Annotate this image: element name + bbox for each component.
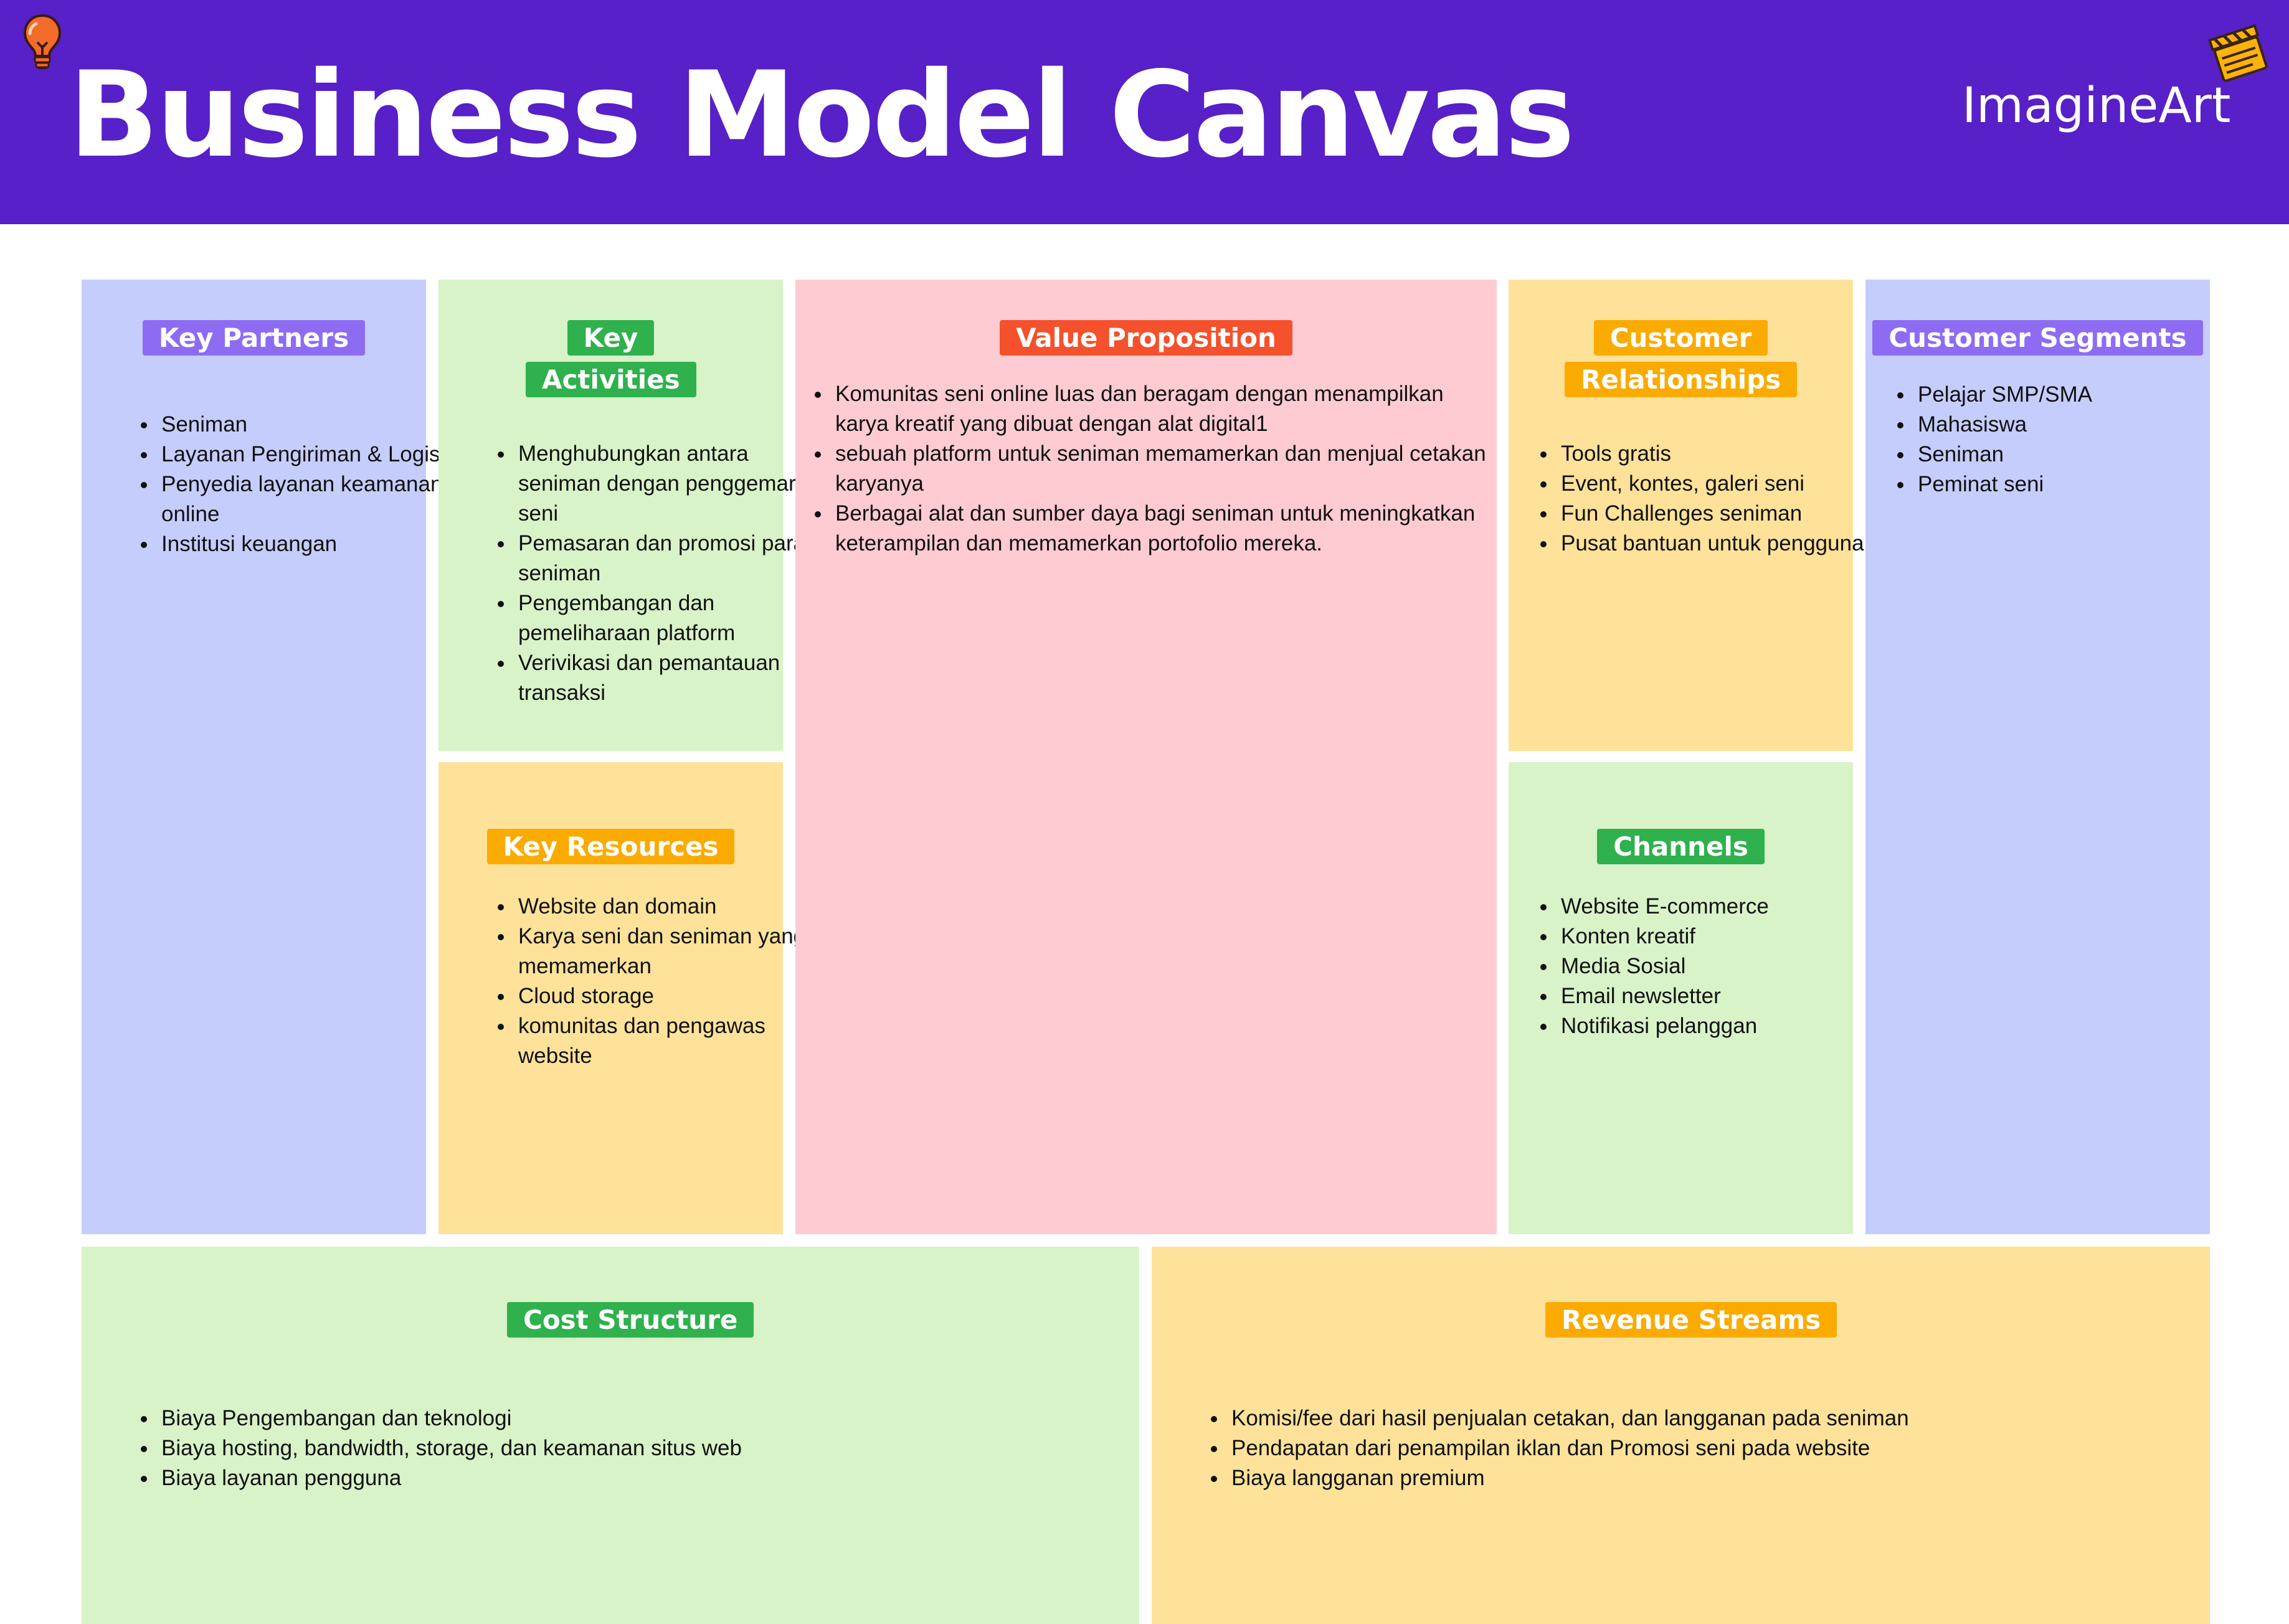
customer-segments-box: Customer Segments Pelajar SMP/SMAMahasis… [1865, 280, 2210, 1234]
list-item: Karya seni dan seniman yang memamerkan [514, 922, 826, 981]
cost-structure-list: Biaya Pengembangan dan teknologiBiaya ho… [109, 1404, 1154, 1493]
list-item: Email newsletter [1557, 981, 1893, 1011]
page-title: Business Model Canvas [69, 46, 1575, 184]
list-item: Institusi keuangan [158, 529, 469, 559]
value-proposition-box: Value Proposition Komunitas seni online … [795, 280, 1497, 1234]
list-item: Pengembangan dan pemeliharaan platform [514, 588, 826, 648]
list-item: Pelajar SMP/SMA [1914, 380, 2250, 410]
key-resources-label: Key Resources [486, 829, 735, 864]
list-item: Media Sosial [1557, 951, 1893, 981]
lightbulb-icon [23, 14, 62, 69]
list-item: Biaya Pengembangan dan teknologi [158, 1404, 1154, 1433]
list-item: Berbagai alat dan sumber daya bagi senim… [832, 499, 1492, 559]
key-activities-list: Menghubungkan antara seniman dengan peng… [466, 439, 826, 708]
cost-structure-label: Cost Structure [507, 1302, 754, 1338]
list-item: Cloud storage [514, 981, 826, 1011]
list-item: Layanan Pengiriman & Logistik [158, 440, 469, 470]
list-item: Peminat seni [1914, 470, 2250, 499]
list-item: Pendapatan dari penampilan iklan dan Pro… [1228, 1433, 2224, 1463]
list-item: Menghubungkan antara seniman dengan peng… [514, 439, 826, 529]
list-item: Konten kreatif [1557, 922, 1893, 951]
customer-relationships-label: Customer Relationships [1565, 320, 1798, 397]
list-item: Mahasiswa [1914, 410, 2250, 440]
revenue-streams-list: Komisi/fee dari hasil penjualan cetakan,… [1179, 1404, 2224, 1493]
clapperboard-icon [2208, 24, 2268, 82]
list-item: Verivikasi dan pemantauan transaksi [514, 648, 826, 708]
key-partners-label: Key Partners [142, 320, 366, 356]
key-partners-list: SenimanLayanan Pengiriman & LogistikPeny… [109, 410, 469, 559]
list-item: Seniman [158, 410, 469, 440]
value-proposition-label: Value Proposition [1000, 320, 1292, 356]
list-item: Biaya langganan premium [1228, 1463, 2224, 1493]
list-item: Komunitas seni online luas dan beragam d… [832, 379, 1492, 439]
list-item: Penyedia layanan keamanan online [158, 470, 469, 529]
customer-segments-label: Customer Segments [1872, 320, 2203, 356]
customer-relationships-box: Customer Relationships Tools gratisEvent… [1509, 280, 1864, 751]
header-bar: Business Model Canvas ImagineArt [0, 0, 2289, 224]
list-item: Seniman [1914, 440, 2250, 470]
channels-list: Website E-commerceKonten kreatifMedia So… [1509, 892, 1893, 1041]
key-activities-label: Key Activities [526, 320, 696, 397]
list-item: Tools gratis [1557, 439, 1893, 469]
list-item: komunitas dan pengawas website [514, 1011, 826, 1071]
brand-name: ImagineArt [1962, 78, 2231, 134]
value-proposition-list: Komunitas seni online luas dan beragam d… [783, 379, 1492, 559]
list-item: Pemasaran dan promosi para seniman [514, 529, 826, 588]
list-item: Biaya hosting, bandwidth, storage, dan k… [158, 1433, 1154, 1463]
list-item: Biaya layanan pengguna [158, 1463, 1154, 1493]
customer-relationships-list: Tools gratisEvent, kontes, galeri seniFu… [1509, 439, 1893, 559]
list-item: Notifikasi pelanggan [1557, 1011, 1893, 1041]
channels-box: Channels Website E-commerceKonten kreati… [1509, 762, 1853, 1234]
key-partners-box: Key Partners SenimanLayanan Pengiriman &… [82, 280, 462, 1234]
list-item: sebuah platform untuk seniman memamerkan… [832, 439, 1492, 499]
channels-label: Channels [1597, 829, 1765, 864]
list-item: Event, kontes, galeri seni [1557, 469, 1893, 499]
key-activities-box: Key Activities Menghubungkan antara seni… [438, 280, 805, 751]
revenue-streams-box: Revenue Streams Komisi/fee dari hasil pe… [1152, 1247, 2210, 1624]
list-item: Website E-commerce [1557, 892, 1893, 922]
key-resources-box: Key Resources Website dan domainKarya se… [438, 762, 805, 1234]
list-item: Komisi/fee dari hasil penjualan cetakan,… [1228, 1404, 2224, 1433]
list-item: Fun Challenges seniman [1557, 499, 1893, 529]
customer-segments-list: Pelajar SMP/SMAMahasiswaSenimanPeminat s… [1865, 380, 2250, 499]
revenue-streams-label: Revenue Streams [1545, 1302, 1837, 1338]
cost-structure-box: Cost Structure Biaya Pengembangan dan te… [82, 1247, 1139, 1624]
list-item: Pusat bantuan untuk pengguna [1557, 529, 1893, 559]
key-resources-list: Website dan domainKarya seni dan seniman… [466, 892, 826, 1071]
list-item: Website dan domain [514, 892, 826, 922]
